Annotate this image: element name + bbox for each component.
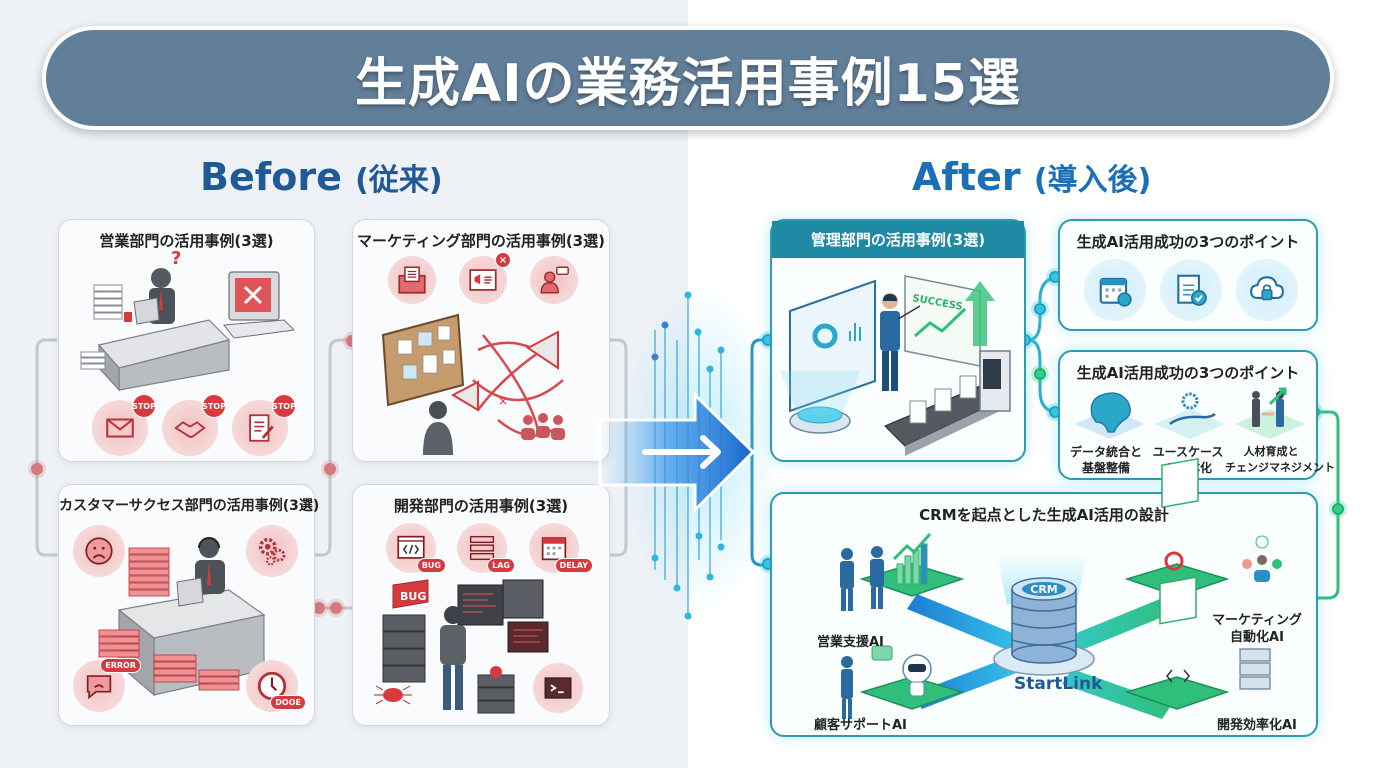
cloud-lock-icon (1236, 259, 1298, 321)
debugging-developer-illustration: BUG (374, 579, 549, 714)
node-label-support-ai: 顧客サポートAI (814, 718, 907, 733)
node-label-sales-ai: 営業支援AI (817, 635, 884, 650)
success-points-card-1: 生成AI活用成功の3つのポイント (1058, 219, 1318, 331)
before-heading: Before (従来) (200, 155, 443, 199)
transformation-arrow (598, 285, 780, 620)
calendar-delay-icon: DELAY (529, 523, 593, 573)
card-title: 生成AI活用成功の3つのポイント (1076, 364, 1300, 382)
email-icon: STOP (92, 394, 156, 456)
stop-badge: STOP (132, 394, 156, 418)
startlink-brand: StartLink (1014, 674, 1103, 694)
crm-hub-diagram: CRM (840, 458, 1282, 719)
after-heading-text: After (912, 155, 1021, 199)
card-title: 営業部門の活用事例(3選) (99, 232, 274, 250)
node-label-marketing-ai: マーケティング 自動化AI (1212, 612, 1302, 646)
connector-dot (330, 602, 342, 614)
card-title: カスタマーサクセス部門の活用事例(3選) (59, 498, 320, 514)
marketing-dept-card: マーケティング部門の活用事例(3選) × × (352, 219, 610, 462)
development-dept-card: 開発部門の活用事例(3選) BUG LAG DELAY BUG (352, 484, 610, 726)
connector-dot (324, 463, 336, 475)
lag-badge: LAG (487, 558, 515, 573)
overdue-badge: DOOE (270, 695, 306, 710)
page-title: 生成AIの業務活用事例15選 (355, 53, 1021, 114)
clock-icon: DOOE (246, 660, 306, 712)
admin-dept-card: 管理部門の活用事例(3選) SUCCESS (770, 219, 1026, 462)
label-line: チェンジマネジメント (1225, 461, 1335, 474)
label-line: データ統合と (1069, 445, 1142, 459)
point-label-data-integration: データ統合と 基盤整備 (1066, 444, 1146, 476)
angry-chat-icon: ERROR (73, 658, 141, 712)
connector-dot (1034, 368, 1046, 380)
crm-hub-label: CRM (1030, 583, 1058, 596)
card-title: CRMを起点とした生成AI活用の設計 (919, 506, 1169, 524)
connector-dot (1034, 303, 1046, 315)
gears-icon (246, 525, 298, 577)
crm-design-card: CRMを起点とした生成AI活用の設計 CRM (770, 458, 1318, 737)
node-label-dev-ai: 開発効率化AI (1217, 718, 1297, 733)
after-heading-sub: (導入後) (1033, 163, 1152, 198)
error-badge: × (495, 252, 511, 268)
card-title: 開発部門の活用事例(3選) (393, 497, 569, 515)
handshake-icon: STOP (162, 394, 226, 456)
before-heading-sub: (従来) (355, 163, 443, 198)
label-line: 自動化AI (1230, 630, 1284, 645)
point-label-talent-change: 人材育成と チェンジマネジメント (1225, 444, 1335, 476)
connector-dot (313, 602, 325, 614)
error-badge: ERROR (100, 658, 141, 673)
bug-sign-text: BUG (400, 590, 426, 603)
label-line: 基盤整備 (1081, 461, 1130, 475)
before-heading-text: Before (200, 155, 342, 199)
sales-dept-card: 営業部門の活用事例(3選) ? STOP STOP STOP (58, 219, 315, 462)
stop-badge: STOP (202, 394, 226, 418)
connector-dot (31, 463, 43, 475)
presenter-icon (530, 256, 578, 304)
terminal-icon (533, 663, 583, 713)
overwhelmed-support-agent-illustration (98, 537, 266, 697)
label-line: ユースケース (1152, 445, 1224, 459)
customer-success-dept-card: カスタマーサクセス部門の活用事例(3選) ERROR DOOE (58, 484, 320, 726)
newsletter-icon (388, 256, 436, 304)
document-check-icon (1160, 259, 1222, 321)
svg-text:?: ? (171, 248, 181, 269)
contract-icon: STOP (232, 394, 296, 456)
label-line: 人材育成と (1243, 445, 1299, 458)
card-title: 生成AI活用成功の3つのポイント (1076, 233, 1300, 251)
code-window-icon: BUG (386, 523, 446, 573)
card-title: 管理部門の活用事例(3選) (772, 221, 1024, 258)
success-dashboard-illustration: SUCCESS (780, 275, 1011, 456)
success-points-card-2: 生成AI活用成功の3つのポイント データ統合と 基盤整備 ユースケース の具体化… (1058, 350, 1335, 480)
calendar-clock-icon (1084, 259, 1146, 321)
label-line: マーケティング (1212, 613, 1302, 628)
title-banner: 生成AIの業務活用事例15選 (42, 26, 1334, 130)
log-list-icon: LAG (457, 523, 515, 573)
svg-text:×: × (498, 394, 508, 408)
card-title: マーケティング部門の活用事例(3選) (357, 232, 605, 250)
sad-face-icon (73, 525, 125, 577)
success-points-illustrations (1075, 387, 1305, 439)
connector-dot (1332, 503, 1344, 515)
delay-badge: DELAY (554, 558, 593, 573)
bug-badge: BUG (416, 558, 446, 573)
chaotic-marketing-illustration: × (381, 313, 565, 455)
stressed-office-worker-illustration: ? (80, 248, 296, 392)
ad-blocked-icon: × (459, 252, 511, 304)
stop-badge: STOP (272, 394, 296, 418)
after-heading: After (導入後) (912, 155, 1151, 199)
